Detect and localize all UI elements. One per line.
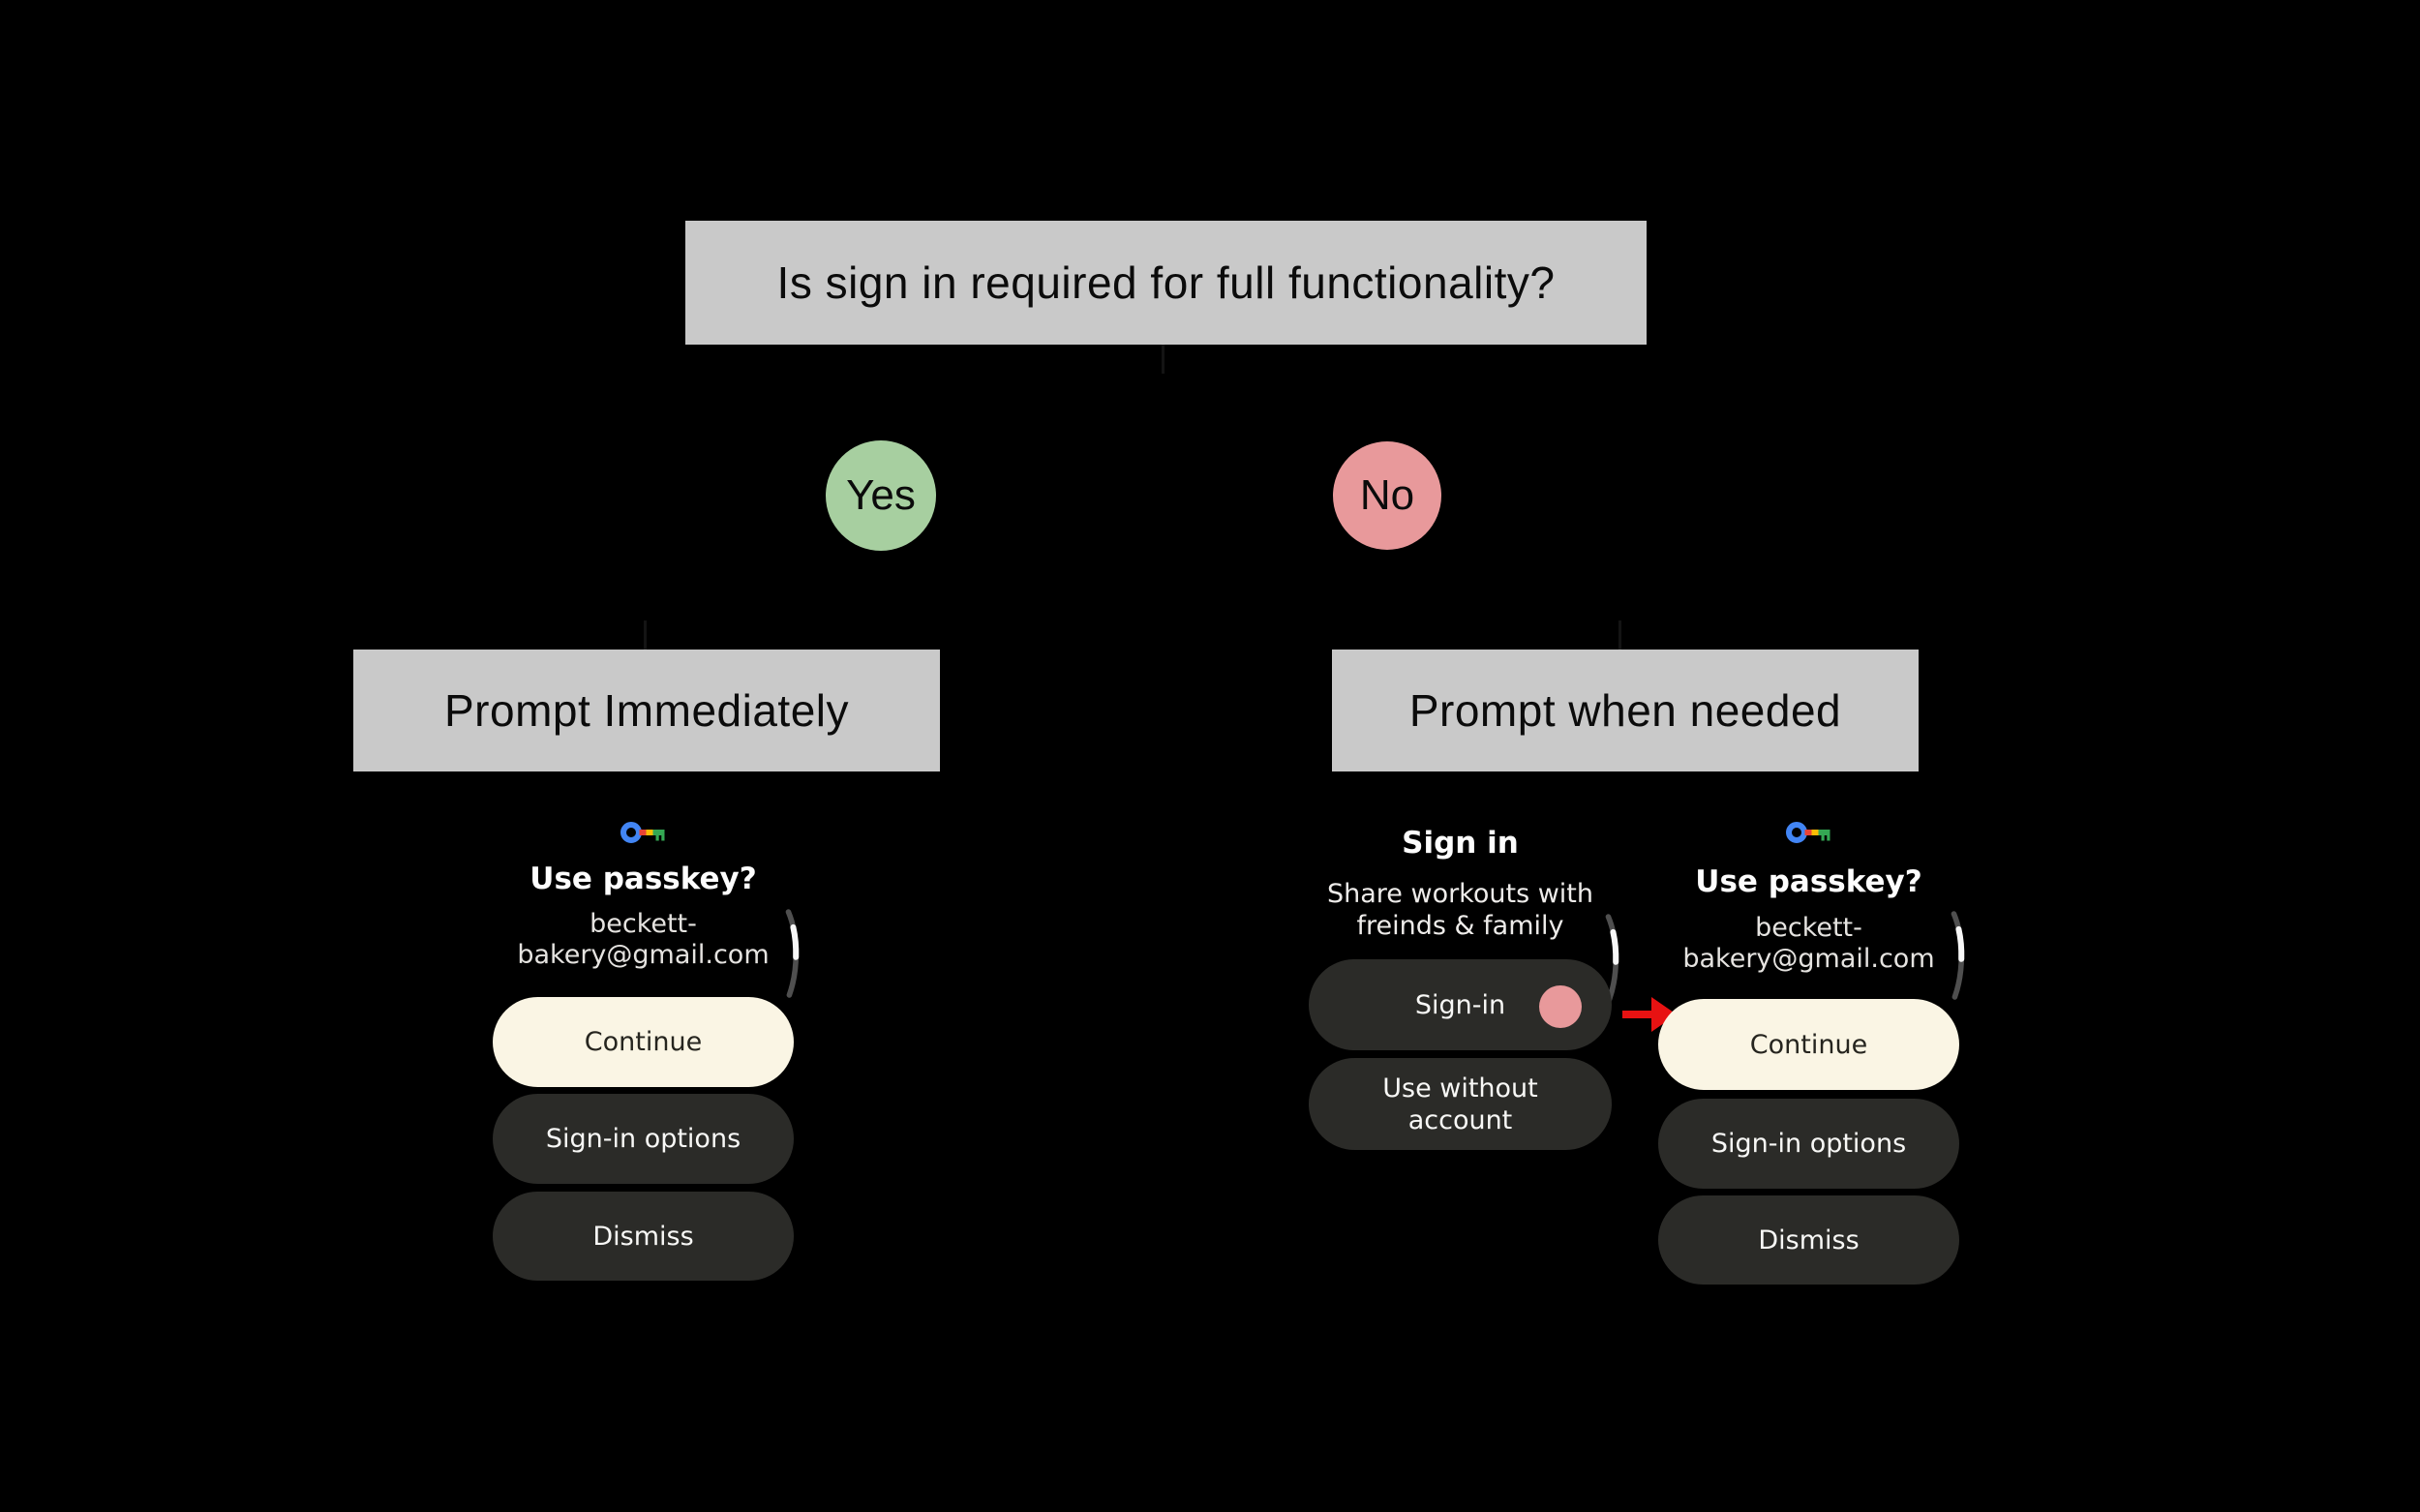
sign-in-button[interactable]: Sign-in [1309,959,1612,1050]
connector-line [644,620,647,650]
dismiss-button[interactable]: Dismiss [493,1192,794,1281]
outcome-box-prompt-when-needed: Prompt when needed [1332,650,1919,771]
yes-label: Yes [846,471,916,519]
passkey-key-icon [620,822,665,843]
dialog-title: Use passkey? [529,862,757,896]
watch-screen-passkey-when-needed: Use passkey? beckett- bakery@gmail.com C… [1658,813,1965,1297]
question-text: Is sign in required for full functionali… [776,257,1556,308]
question-box: Is sign in required for full functionali… [685,221,1647,345]
sign-in-subtitle-line1: Share workouts with [1326,879,1594,909]
continue-label: Continue [1749,1029,1868,1060]
continue-button[interactable]: Continue [1658,999,1959,1090]
account-email: beckett- bakery@gmail.com [1629,913,1988,975]
connector-line [1618,620,1621,650]
use-without-account-line2: account [1407,1104,1513,1135]
sign-in-options-label: Sign-in options [545,1124,741,1154]
outcome-box-prompt-immediately: Prompt Immediately [353,650,940,771]
account-email-line1: beckett- [1755,913,1862,943]
sign-in-options-button[interactable]: Sign-in options [1658,1099,1959,1189]
sign-in-button-label: Sign-in [1414,989,1506,1020]
dismiss-button[interactable]: Dismiss [1658,1195,1959,1285]
sign-in-options-button[interactable]: Sign-in options [493,1094,794,1184]
flow-arrow-right-icon [1622,997,1677,1032]
connector-line [1162,345,1165,374]
sign-in-options-label: Sign-in options [1710,1129,1907,1159]
account-email-line2: bakery@gmail.com [517,940,770,970]
watch-screen-passkey-immediate: Use passkey? beckett- bakery@gmail.com C… [493,813,800,1292]
sign-in-subtitle-line2: freinds & family [1356,911,1564,941]
decision-no-badge: No [1333,441,1441,550]
dialog-title: Use passkey? [1695,864,1922,899]
no-label: No [1359,471,1415,519]
decision-yes-badge: Yes [826,440,936,551]
scroll-indicator[interactable] [781,907,808,1000]
dismiss-label: Dismiss [592,1221,694,1252]
account-email: beckett- bakery@gmail.com [464,909,823,971]
use-without-account-line1: Use without [1382,1073,1538,1104]
continue-label: Continue [584,1027,703,1057]
use-without-account-button[interactable]: Use without account [1309,1058,1612,1150]
dismiss-label: Dismiss [1758,1225,1860,1255]
outcome-immediate-text: Prompt Immediately [443,685,849,736]
passkey-key-icon [1786,822,1830,843]
sign-in-title: Sign in [1402,826,1519,861]
scroll-indicator[interactable] [1947,909,1974,1002]
continue-button[interactable]: Continue [493,997,794,1087]
account-email-line2: bakery@gmail.com [1682,944,1935,974]
scroll-indicator[interactable] [1601,910,1628,1007]
watch-screen-sign-in: Sign in Share workouts with freinds & fa… [1309,813,1619,1162]
sign-in-subtitle: Share workouts with freinds & family [1280,878,1641,942]
outcome-when-needed-text: Prompt when needed [1408,685,1842,736]
account-email-line1: beckett- [590,909,697,939]
tap-indicator-dot [1539,985,1582,1028]
